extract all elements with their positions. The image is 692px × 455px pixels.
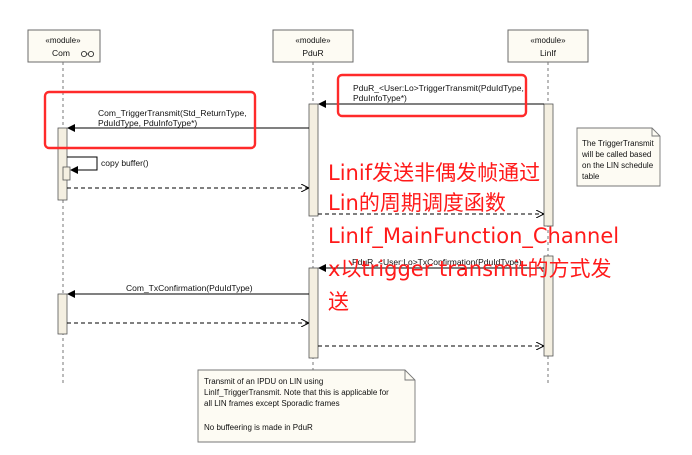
message-label-pdur-trigger-2: PduInfoType*) [353,93,407,103]
component-icon [80,50,95,58]
annotation-text: Linif发送非偶发帧通过 Lin的周期调度函数 LinIf_MainFunct… [328,161,619,314]
note-bottom-line2: LinIf_TriggerTransmit. Note that this is… [204,388,389,397]
activation-com-2 [57,293,68,335]
note-trigger-line2: will be called based [581,150,651,159]
activation-com-1 [57,127,68,201]
module-pdur-stereotype: «module» [295,36,331,45]
module-com: «module» Com [27,29,101,63]
message-label-pdur-txconf: PduR_<User:Lo>TxConfirmation(PduIdType) [352,257,522,267]
annotation-line4: x以trigger transmit的方式发 [328,257,612,281]
message-label-com-trigger-1: Com_TriggerTransmit(Std_ReturnType, [98,108,247,118]
module-com-stereotype: «module» [45,36,81,45]
note-bottom-line1: Transmit of an IPDU on LIN using [204,377,323,386]
annotation-line3: LinIf_MainFunction_Channel [328,224,619,249]
note-trigger-schedule: The TriggerTransmit will be called based… [576,127,661,187]
activation-pdur-1 [308,103,319,217]
activation-linif-1 [543,103,554,227]
annotation-line1: Linif发送非偶发帧通过 [328,161,540,185]
note-trigger-line4: table [582,172,600,181]
note-bottom-line4: No buffeering is made in PduR [204,423,313,432]
note-trigger-line1: The TriggerTransmit [582,139,655,148]
module-pdur: «module» PduR [272,29,354,63]
annotation-line5: 送 [328,290,349,314]
module-com-name: Com [52,48,70,58]
module-linif: «module» LinIf [507,29,589,63]
highlight-box-pdur-trigger [336,73,528,118]
module-linif-name: LinIf [540,48,557,58]
message-label-com-txconf: Com_TxConfirmation(PduIdType) [126,283,253,293]
module-pdur-name: PduR [302,48,323,58]
activation-com-nested [62,166,71,181]
message-label-copy-buffer: copy buffer() [101,158,149,168]
annotation-line2: Lin的周期调度函数 [328,191,506,215]
note-bottom-line3: all LIN frames except Sporadic frames [204,399,340,408]
activation-pdur-2 [308,267,319,359]
message-label-pdur-trigger-1: PduR_<User:Lo>TriggerTransmit(PduIdType, [353,83,524,93]
activation-linif-2 [543,255,554,357]
message-arrow-copy-buffer [67,156,98,174]
highlight-box-com-trigger [43,90,257,150]
module-linif-stereotype: «module» [530,36,566,45]
note-bottom: Transmit of an IPDU on LIN using LinIf_T… [197,369,416,443]
note-trigger-line3: on the LIN schedule [582,161,654,170]
message-label-com-trigger-2: PduIdType, PduInfoType*) [98,118,197,128]
